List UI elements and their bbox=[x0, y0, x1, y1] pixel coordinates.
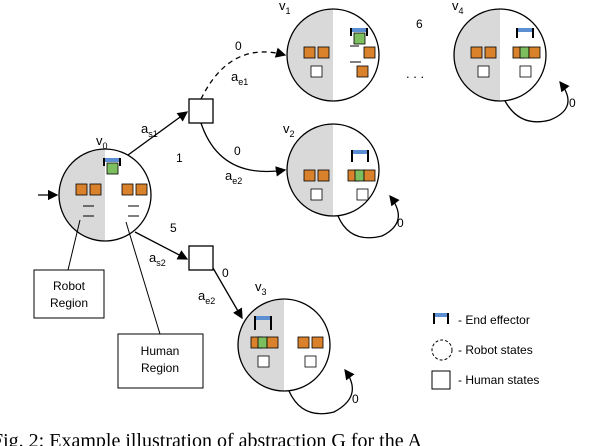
edge-as1 bbox=[127, 111, 189, 156]
robot-state-v1 bbox=[286, 8, 380, 102]
robot-callout-line1: Robot bbox=[53, 279, 86, 293]
v3-loop-weight: 0 bbox=[352, 392, 359, 406]
ae2b-label: ae2 bbox=[198, 288, 215, 306]
human-callout-line2: Region bbox=[141, 361, 179, 375]
human-region-callout bbox=[117, 333, 204, 389]
human-callout-line1: Human bbox=[141, 344, 180, 358]
edge-ae2 bbox=[200, 122, 287, 177]
v2-loop-weight: 0 bbox=[397, 216, 404, 230]
human-state-box-1 bbox=[188, 98, 214, 124]
robot-region-callout bbox=[33, 269, 105, 319]
v4-self-loop bbox=[504, 80, 570, 123]
end-effector-icon bbox=[433, 313, 449, 324]
as2-label: as2 bbox=[149, 250, 166, 268]
as1-weight: 1 bbox=[176, 151, 183, 165]
v3-self-loop bbox=[288, 368, 355, 415]
legend-robot-states: - Robot states bbox=[458, 343, 533, 357]
human-state-box-2 bbox=[188, 245, 214, 271]
as2-weight: 5 bbox=[170, 221, 177, 235]
continuation-dots: . . . bbox=[406, 66, 424, 81]
human-callout-line bbox=[125, 221, 161, 335]
v3-label: v3 bbox=[255, 279, 267, 297]
robot-callout-line2: Region bbox=[50, 296, 88, 310]
robot-state-v2 bbox=[286, 123, 380, 217]
v1-v4-weight: 6 bbox=[416, 17, 423, 31]
edge-as2 bbox=[134, 231, 189, 260]
human-state-legend-icon bbox=[431, 370, 451, 390]
robot-state-v3 bbox=[237, 298, 331, 392]
v4-loop-weight: 0 bbox=[569, 96, 576, 110]
ae2-weight: 0 bbox=[234, 144, 241, 158]
robot-state-legend-icon bbox=[431, 339, 453, 361]
edge-ae2b bbox=[212, 267, 243, 320]
v1-label: v1 bbox=[279, 0, 291, 16]
as1-label: as1 bbox=[141, 121, 158, 139]
v4-label: v4 bbox=[452, 0, 464, 16]
v0-label: v0 bbox=[96, 133, 108, 151]
edge-ae1 bbox=[200, 47, 287, 100]
robot-state-v0 bbox=[58, 148, 152, 242]
ae1-label: ae1 bbox=[231, 69, 248, 87]
legend-human-states: - Human states bbox=[458, 373, 539, 387]
robot-callout-line bbox=[67, 219, 81, 271]
v2-self-loop bbox=[337, 194, 400, 239]
v2-label: v2 bbox=[283, 121, 295, 139]
robot-state-v4 bbox=[453, 8, 547, 102]
ae1-weight: 0 bbox=[235, 39, 242, 53]
legend: - End effector - Robot states - Human st… bbox=[431, 313, 539, 390]
legend-end-effector: - End effector bbox=[458, 313, 530, 327]
figure-caption: Fig. 2: Example illustration of abstract… bbox=[0, 430, 422, 446]
ae2-label: ae2 bbox=[225, 168, 242, 186]
ae2b-weight: 0 bbox=[222, 266, 229, 280]
